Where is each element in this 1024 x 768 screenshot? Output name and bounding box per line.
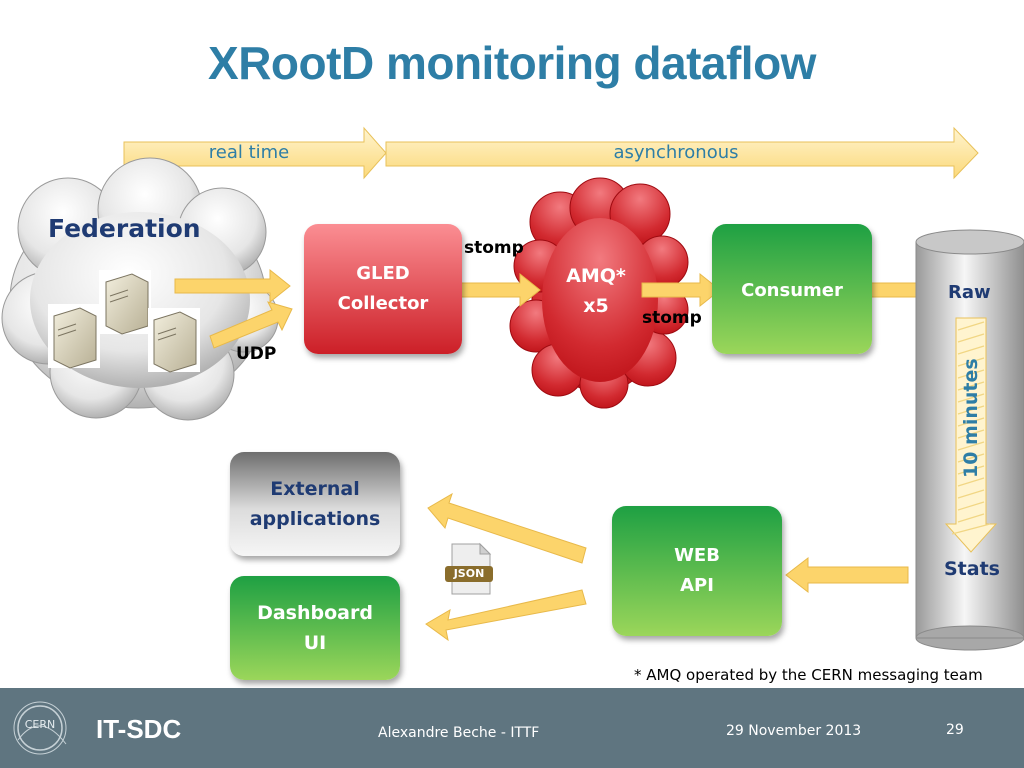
arrow-stats-to-webapi xyxy=(785,556,909,594)
consumer-label: Consumer xyxy=(741,280,843,301)
footer-author: Alexandre Beche - ITTF xyxy=(378,725,540,741)
udp-label: UDP xyxy=(236,344,277,364)
gled-collector-box: GLED Collector xyxy=(304,224,462,354)
footer-date: 29 November 2013 xyxy=(726,723,862,739)
dashboard-line1: Dashboard xyxy=(257,602,373,624)
server-icon xyxy=(148,308,200,373)
interval-label: 10 minutes xyxy=(960,358,982,478)
dashboard-ui-box: Dashboard UI xyxy=(230,576,400,680)
stomp-label-in: stomp xyxy=(464,238,524,258)
arrow-webapi-to-dashboard xyxy=(425,589,587,642)
gled-line1: GLED xyxy=(356,263,410,284)
amq-line2: x5 xyxy=(583,295,609,317)
page-title: XRootD monitoring dataflow xyxy=(208,37,816,89)
json-icon-label: JSON xyxy=(453,567,485,580)
async-phase-arrow xyxy=(385,126,979,180)
stomp-label-out: stomp xyxy=(642,308,702,328)
federation-label: Federation xyxy=(48,214,201,243)
json-file-icon xyxy=(445,542,493,595)
server-icon xyxy=(99,270,151,335)
flow-arrows xyxy=(174,268,951,642)
arrow-fed-to-gled xyxy=(174,268,291,304)
external-line2: applications xyxy=(249,508,381,530)
amq-label: AMQ* x5 xyxy=(548,256,644,326)
raw-label: Raw xyxy=(948,282,991,303)
phase-realtime-label: real time xyxy=(208,142,290,163)
database-cylinder xyxy=(915,229,1024,651)
consumer-box: Consumer xyxy=(712,224,872,354)
interval-arrow xyxy=(944,317,998,553)
footnote: * AMQ operated by the CERN messaging tea… xyxy=(634,666,983,684)
external-line1: External xyxy=(270,478,360,500)
server-icon xyxy=(48,304,100,369)
amq-cloud xyxy=(509,177,689,409)
arrow-webapi-to-external xyxy=(427,492,587,564)
gled-line2: Collector xyxy=(337,293,429,314)
footer-group: IT-SDC xyxy=(96,714,182,744)
cern-logo-text: CERN xyxy=(24,718,56,731)
arrow-udp-to-gled xyxy=(209,301,293,349)
amq-line1: AMQ* xyxy=(566,265,626,287)
dashboard-line2: UI xyxy=(303,632,327,654)
external-applications-box: External applications xyxy=(230,452,400,556)
footer-bar: CERN IT-SDC Alexandre Beche - ITTF 29 No… xyxy=(0,688,1024,768)
webapi-line2: API xyxy=(680,575,714,596)
web-api-box: WEB API xyxy=(612,506,782,636)
webapi-line1: WEB xyxy=(674,545,720,566)
cern-logo xyxy=(13,701,67,755)
phase-async-label: asynchronous xyxy=(613,142,739,163)
arrow-amq-to-consumer xyxy=(641,272,721,308)
arrow-gled-to-amq xyxy=(454,272,541,308)
footer-page-number: 29 xyxy=(946,722,964,738)
stats-label: Stats xyxy=(944,558,1000,580)
